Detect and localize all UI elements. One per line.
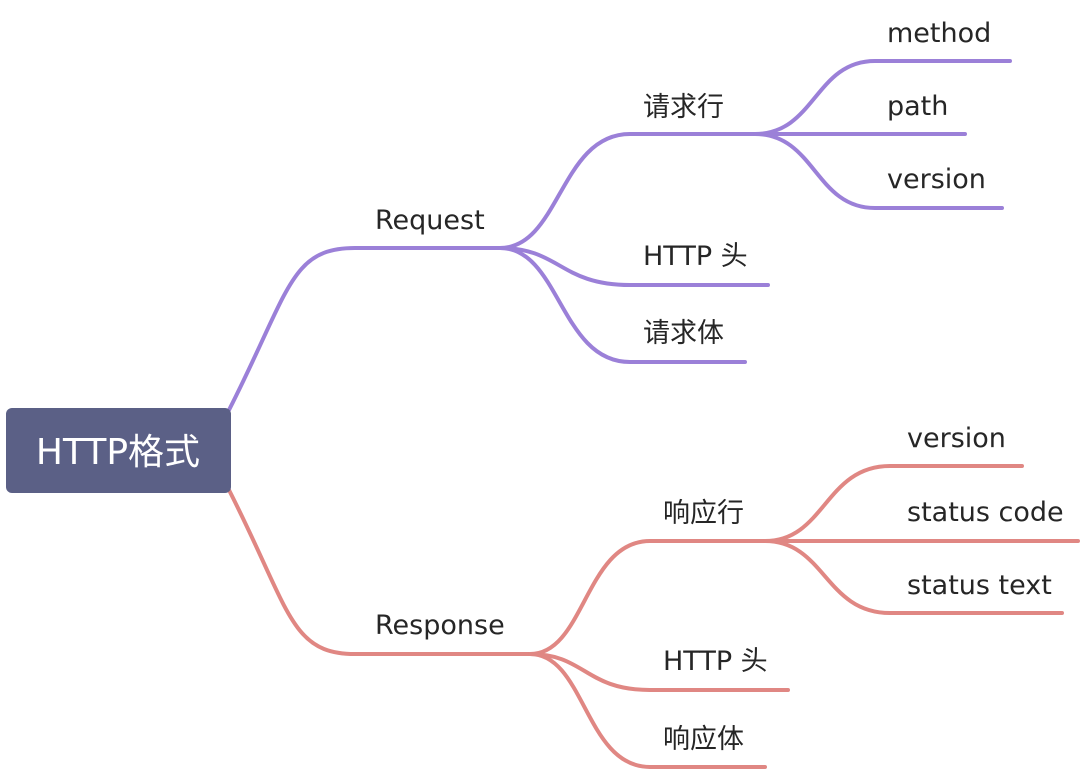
- node-status-code: status code: [907, 497, 1064, 528]
- connector-request-line-version: [753, 132, 1004, 210]
- request-branch: [227, 59, 1012, 412]
- connector-root-response: [227, 488, 537, 656]
- node-request: Request: [375, 205, 485, 236]
- connector-request-body: [498, 246, 747, 364]
- connector-root-request: [227, 246, 507, 412]
- node-response: Response: [375, 610, 505, 641]
- connector-request-headers: [498, 246, 770, 287]
- node-request-body: 请求体: [643, 318, 724, 349]
- node-response-headers: HTTP 头: [663, 646, 768, 677]
- node-request-line: 请求行: [643, 92, 724, 123]
- node-request-version: version: [887, 164, 986, 195]
- node-status-line: 响应行: [663, 498, 744, 529]
- connector-request-line-method: [753, 59, 1012, 136]
- connector-response-status-line: [528, 539, 772, 656]
- root-node: HTTP格式: [6, 408, 231, 493]
- node-method: method: [887, 18, 991, 49]
- connector-response-headers: [528, 652, 790, 692]
- response-branch: [227, 464, 1080, 769]
- connector-response-body: [528, 652, 767, 769]
- root-node-label: HTTP格式: [36, 432, 200, 473]
- root-node-box: [6, 408, 231, 493]
- connector-status-line-version: [763, 464, 1024, 543]
- node-path: path: [887, 91, 948, 122]
- connector-request-request-line: [498, 132, 762, 250]
- node-response-body: 响应体: [663, 724, 744, 755]
- node-status-text: status text: [907, 570, 1052, 601]
- connector-status-line-status-text: [763, 539, 1064, 615]
- node-response-version: version: [907, 423, 1006, 454]
- node-request-headers: HTTP 头: [643, 241, 748, 272]
